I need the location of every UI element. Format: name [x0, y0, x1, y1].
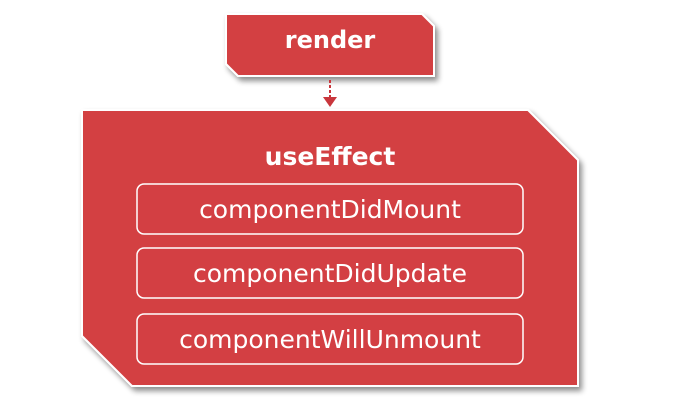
- lifecycle-label-did-update: componentDidUpdate: [192, 259, 468, 288]
- render-label: render: [284, 26, 376, 54]
- lifecycle-label-will-unmount: componentWillUnmount: [179, 325, 481, 354]
- lifecycle-box-did-update: [136, 247, 524, 299]
- lifecycle-label-did-mount: componentDidMount: [199, 195, 461, 224]
- flow-arrow: [323, 80, 337, 107]
- use-effect-title: useEffect: [264, 142, 396, 171]
- render-node: [225, 13, 435, 77]
- lifecycle-box-will-unmount: [136, 313, 524, 365]
- lifecycle-box-did-mount: [136, 183, 524, 235]
